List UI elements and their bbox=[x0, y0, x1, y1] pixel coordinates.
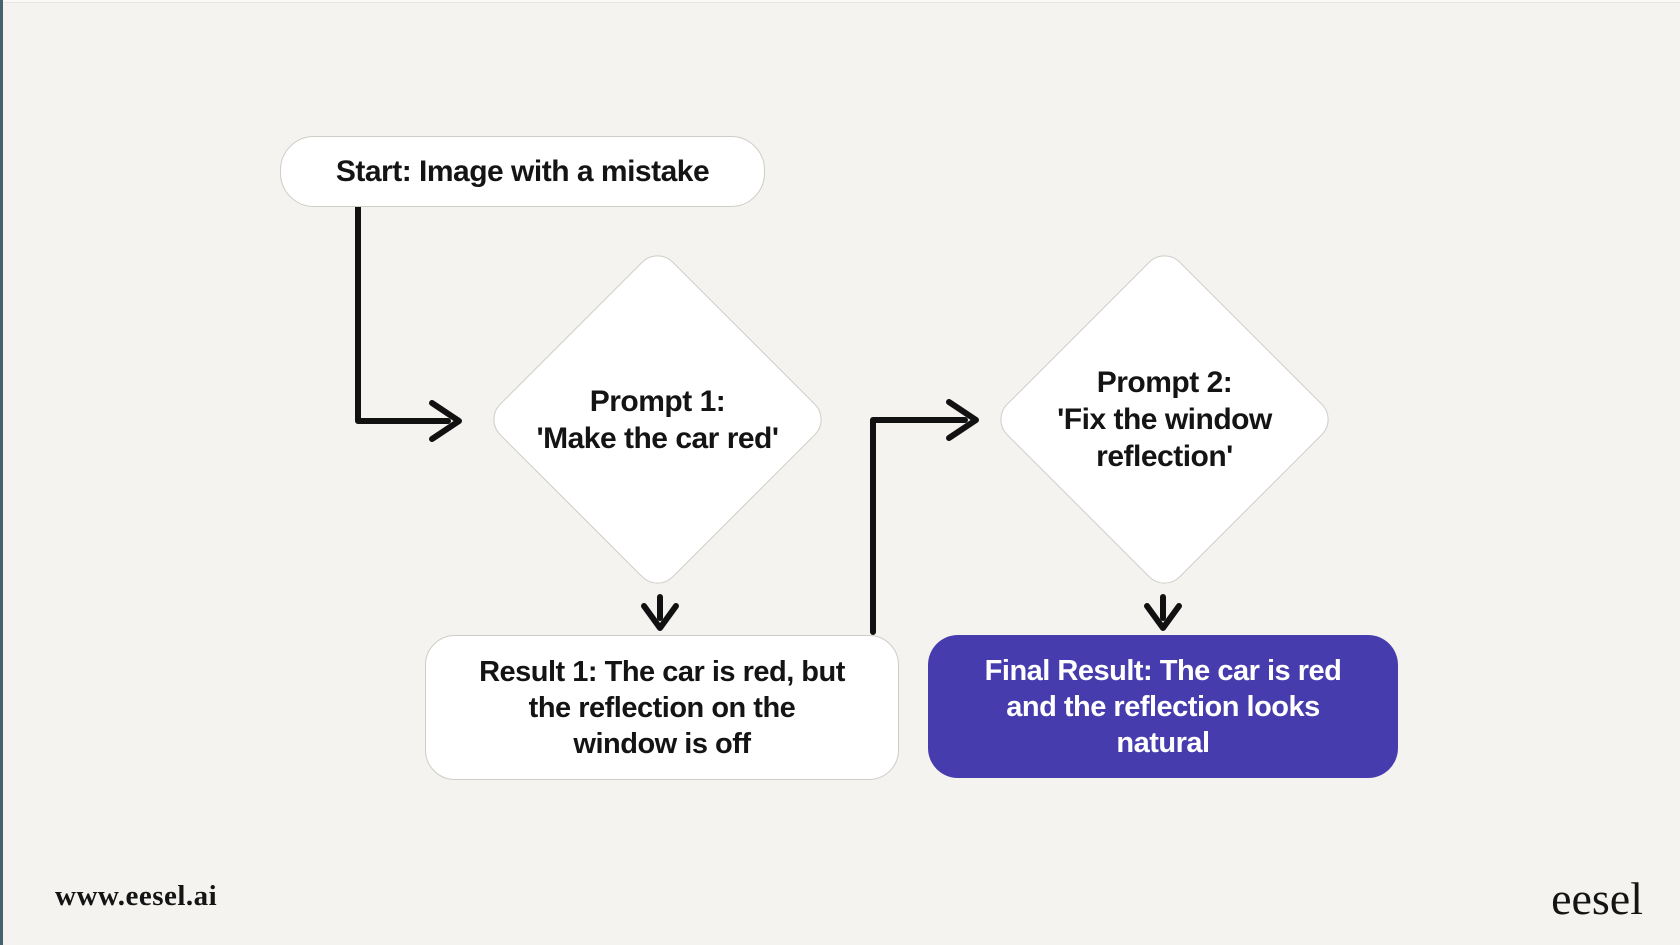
arrowhead-down-icon bbox=[1144, 603, 1182, 631]
node-final-result: Final Result: The car is red and the ref… bbox=[928, 635, 1398, 778]
prompt2-label: Prompt 2: 'Fix the window reflection' bbox=[1042, 364, 1287, 475]
top-edge-highlight bbox=[0, 0, 1680, 3]
prompt2-line-1: Prompt 2: bbox=[1096, 366, 1233, 399]
arrowhead-right-icon bbox=[429, 400, 462, 442]
node-prompt2: Prompt 2: 'Fix the window reflection' bbox=[991, 246, 1338, 593]
arrow-prompt2-to-final bbox=[1144, 594, 1182, 631]
left-accent-border bbox=[0, 0, 3, 945]
website-url: www.eesel.ai bbox=[55, 880, 218, 912]
eesel-logo: eesel bbox=[1551, 873, 1643, 924]
prompt2-line-3: reflection' bbox=[1096, 440, 1233, 473]
node-result1: Result 1: The car is red, but the reflec… bbox=[425, 635, 899, 780]
arrow-prompt1-to-result1 bbox=[641, 594, 679, 631]
result1-line-3: window is off bbox=[573, 727, 751, 760]
start-label: Start: Image with a mistake bbox=[335, 154, 710, 188]
node-start: Start: Image with a mistake bbox=[280, 136, 765, 207]
final-line-2: and the reflection looks bbox=[1006, 690, 1320, 723]
prompt1-label: Prompt 1: 'Make the car red' bbox=[535, 383, 780, 457]
prompt1-line-1: Prompt 1: bbox=[589, 384, 726, 418]
prompt1-line-2: 'Make the car red' bbox=[536, 421, 779, 455]
prompt2-line-2: 'Fix the window bbox=[1057, 403, 1272, 436]
arrow-start-to-prompt1 bbox=[355, 203, 462, 442]
node-prompt1: Prompt 1: 'Make the car red' bbox=[484, 246, 831, 593]
arrowhead-down-icon bbox=[641, 603, 679, 631]
result1-line-2: the reflection on the bbox=[528, 691, 796, 724]
arrow-result1-to-prompt2 bbox=[870, 399, 979, 635]
final-line-3: natural bbox=[1116, 726, 1210, 759]
result1-line-1: Result 1: The car is red, but bbox=[479, 655, 845, 688]
final-line-1: Final Result: The car is red bbox=[984, 654, 1342, 687]
arrowhead-right-icon bbox=[946, 399, 979, 441]
